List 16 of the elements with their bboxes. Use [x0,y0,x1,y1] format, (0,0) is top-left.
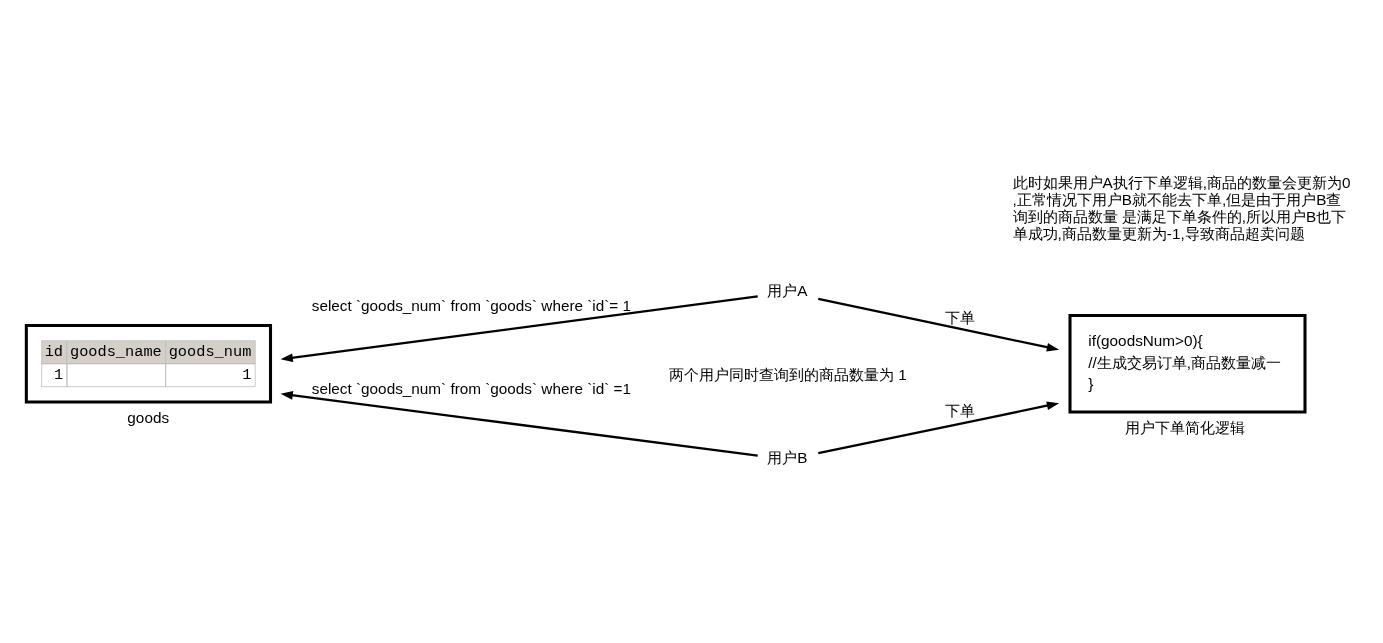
edge-label: 下单 [945,308,976,326]
node-text: 用户B [767,448,808,466]
label: 此时如果用户A执行下单逻辑,商品的数量会更新为0,正常情况下用户B就不能去下单,但是由于用户B查询到的商品数量 是满足下单条件的,所以用户B也下单成功,商品数量更新为-1,导致商品超卖问题 [1012,173,1351,242]
edge-label: select `goods_num` from `goods` where `id`= 1 [311,296,632,314]
arrow [280,294,758,362]
edge-label: 下单 [945,401,976,419]
arrow [818,297,1060,351]
arrow [280,390,758,457]
node-box: id goods_name goods_num 1 1 [24,323,273,403]
node-text: 用户A [767,281,808,299]
arrow [818,400,1060,454]
edge-label: select `goods_num` from `goods` where `id` =1 [311,379,632,397]
label: 两个用户同时查询到的商品数量为 1 [669,365,907,383]
node-label: 用户下单简化逻辑 [1125,418,1246,436]
node-box: if(goodsNum>0){ //生成交易订单,商品数量减一 } [1068,313,1307,413]
node-label: goods [127,408,170,426]
